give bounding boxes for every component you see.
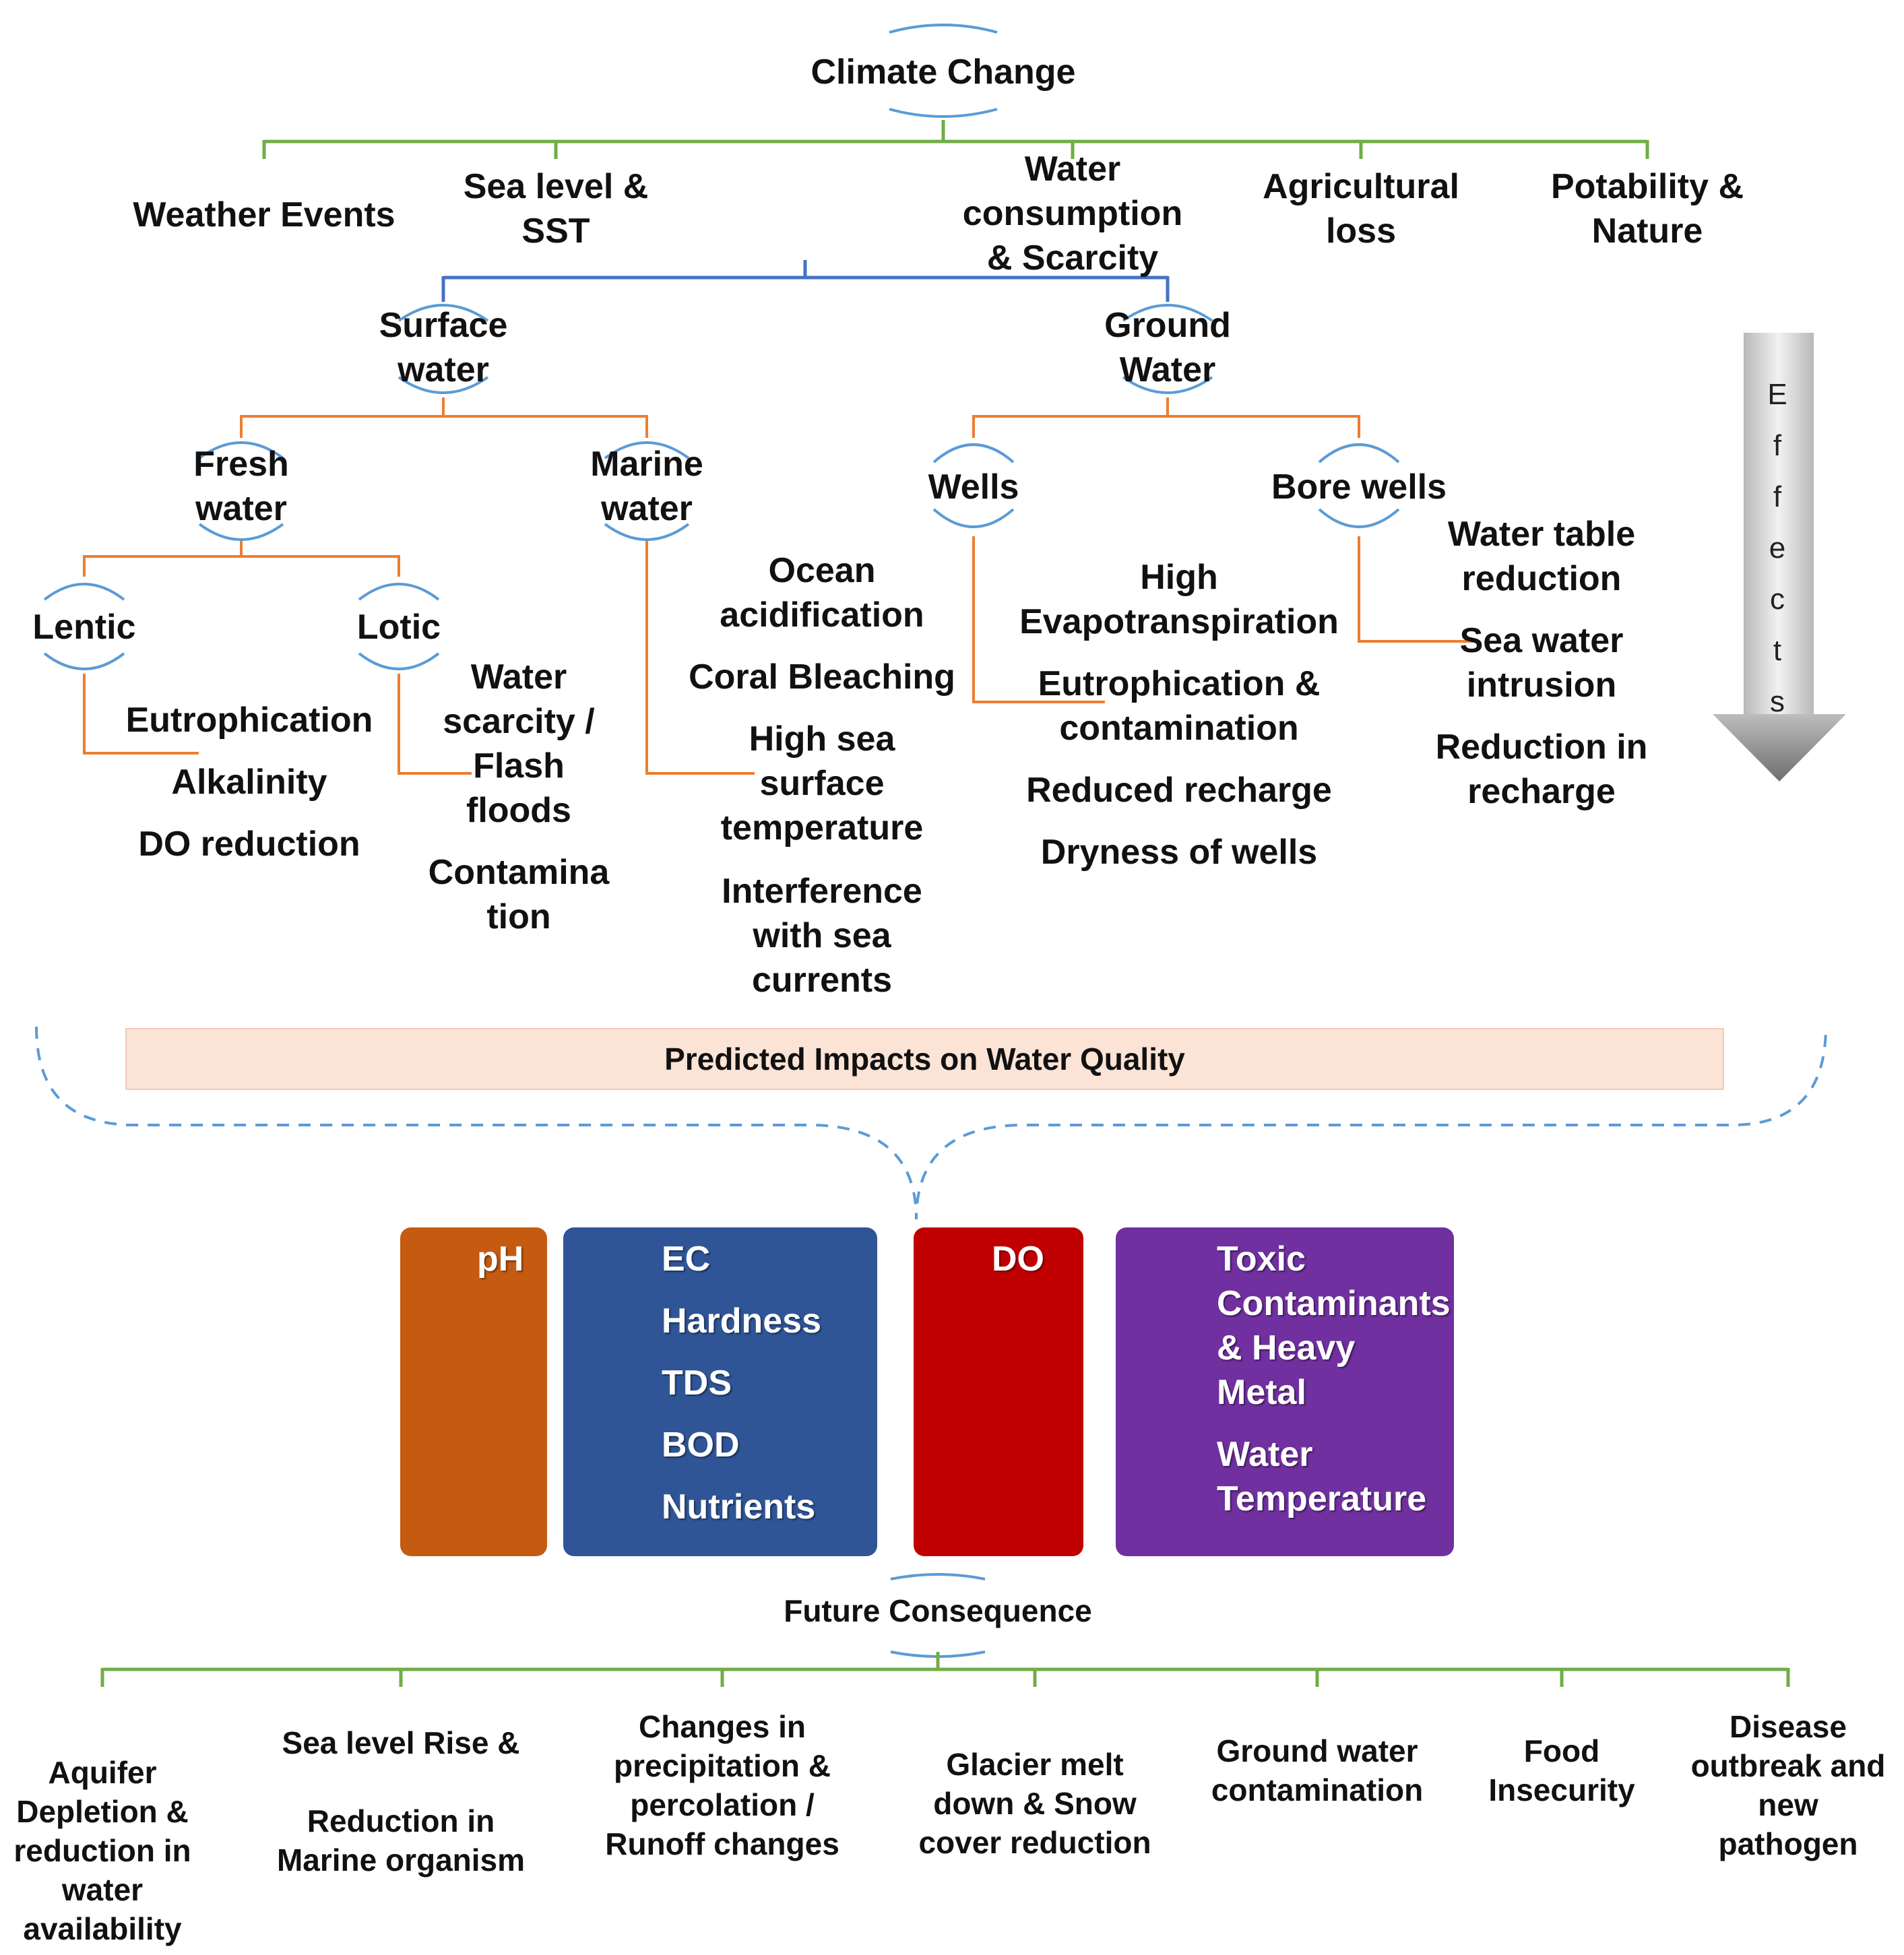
- node-fresh-water: Fresh water: [193, 445, 289, 528]
- lentic-effect: DO reduction: [138, 825, 360, 864]
- node-bore-wells: Bore wells: [1271, 468, 1447, 507]
- effects-letter: c: [1770, 583, 1785, 616]
- lentic-effect: Alkalinity: [171, 763, 327, 802]
- node-marine-water: Marine water: [590, 445, 703, 528]
- effects-letter: E: [1767, 378, 1787, 411]
- effects-letter: t: [1773, 634, 1782, 667]
- future-item: Glacier melt down & Snow cover reduction: [918, 1747, 1151, 1860]
- future-lines: [100, 1652, 1790, 1687]
- predicted-impacts-banner: Predicted Impacts on Water Quality: [125, 1028, 1724, 1090]
- effects-letter: e: [1769, 532, 1786, 565]
- node-lotic: Lotic: [356, 608, 441, 647]
- marine-effect: Ocean acidification: [720, 551, 924, 635]
- future-item: Ground water contamination: [1211, 1733, 1424, 1807]
- branch-potability-nature: Potability & Nature: [1550, 167, 1744, 251]
- future-consequence-title: Future Consequence: [784, 1593, 1092, 1628]
- sub-branch-lines: [83, 397, 1475, 775]
- wells-effect: Dryness of wells: [1040, 833, 1318, 872]
- node-ground-water: Ground Water: [1104, 306, 1231, 389]
- effects-letter: f: [1773, 429, 1782, 462]
- root-arc-top: [889, 24, 998, 34]
- effects-arrow: [1713, 333, 1846, 781]
- bod-label: BOD: [662, 1425, 740, 1465]
- wells-effect: Reduced recharge: [1026, 771, 1332, 810]
- climate-branch-lines: [262, 120, 1649, 159]
- wells-effect: Eutrophication & contamination: [1038, 664, 1321, 748]
- branch-weather-events: Weather Events: [133, 195, 395, 234]
- wells-effect: High Evapotranspiration: [1019, 558, 1339, 641]
- future-item: Disease outbreak and new pathogen: [1690, 1709, 1886, 1861]
- tds-label: TDS: [662, 1364, 732, 1403]
- climate-change-title: Climate Change: [811, 53, 1076, 92]
- water-type-arcs: [398, 304, 1213, 394]
- sub-node-arcs: [43, 441, 1400, 670]
- do-box: [914, 1227, 1083, 1556]
- future-item: Food Insecurity: [1488, 1733, 1635, 1807]
- ph-label: pH: [477, 1240, 524, 1279]
- do-label: DO: [992, 1240, 1044, 1279]
- toxic-contaminants-label: Toxic Contaminants & Heavy Metal: [1217, 1240, 1451, 1412]
- future-item: Aquifer Depletion & reduction in water a…: [13, 1755, 191, 1946]
- bore-wells-effect: Reduction in recharge: [1435, 728, 1648, 811]
- marine-effect: Coral Bleaching: [689, 658, 955, 697]
- ec-box: [563, 1227, 877, 1556]
- lotic-effect: Water scarcity / Flash floods: [443, 658, 595, 830]
- water-type-lines: [441, 260, 1170, 302]
- future-item: Sea level Rise & Reduction in Marine org…: [276, 1725, 526, 1878]
- bore-wells-effect: Sea water intrusion: [1459, 621, 1624, 705]
- marine-effect: High sea surface temperature: [720, 719, 924, 847]
- node-surface-water: Surface water: [379, 306, 508, 389]
- toxic-box: [1116, 1227, 1454, 1556]
- future-item: Changes in precipitation & percolation /…: [605, 1709, 839, 1861]
- effects-letter: f: [1773, 480, 1782, 513]
- water-temperature-label: Water Temperature: [1217, 1435, 1427, 1518]
- impacts-brace: [35, 1026, 1827, 1220]
- nutrients-label: Nutrients: [662, 1487, 816, 1527]
- node-lentic: Lentic: [32, 608, 136, 647]
- ec-label: EC: [662, 1240, 711, 1279]
- hardness-label: Hardness: [662, 1302, 821, 1341]
- root-arc-bottom: [889, 108, 998, 118]
- effects-arrow-label: E f f e c t s: [1741, 369, 1814, 728]
- branch-water-consumption: Water consumption & Scarcity: [962, 150, 1183, 278]
- branch-agricultural-loss: Agricultural loss: [1263, 167, 1459, 251]
- bore-wells-effect: Water table reduction: [1447, 515, 1636, 598]
- lentic-effect: Eutrophication: [125, 701, 373, 740]
- node-wells: Wells: [928, 468, 1019, 507]
- effects-letter: s: [1770, 685, 1785, 718]
- marine-effect: Interference with sea currents: [722, 872, 922, 1000]
- lotic-effect: Contamina tion: [428, 853, 610, 936]
- branch-sea-level-sst: Sea level & SST: [463, 167, 649, 251]
- ph-box: [400, 1227, 547, 1556]
